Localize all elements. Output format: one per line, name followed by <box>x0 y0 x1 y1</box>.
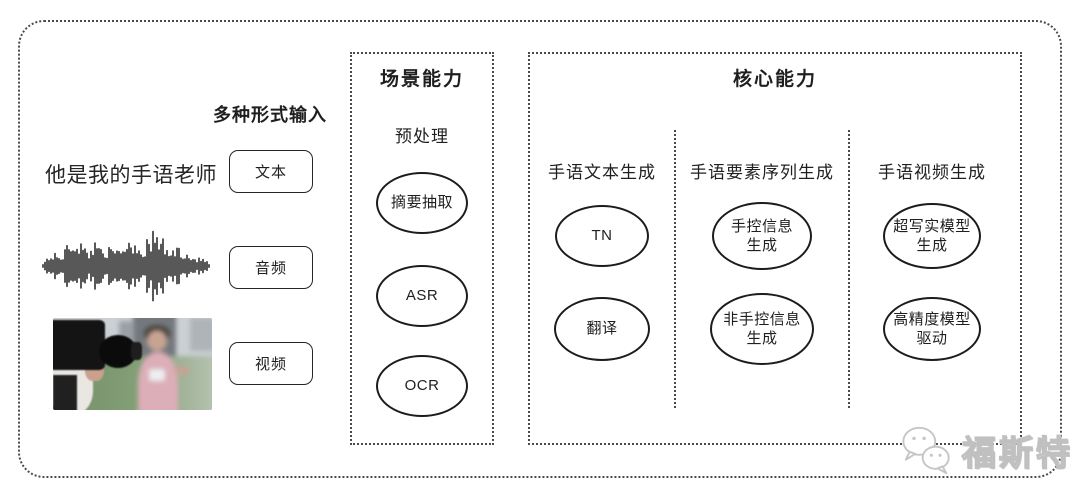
column-divider-1 <box>674 130 676 408</box>
column-sign-text-generation: 手语文本生成 TN 翻译 <box>530 54 674 443</box>
cameraman-silhouette <box>53 318 212 410</box>
non-manual-info-generation-node: 非手控信息生成 <box>710 293 814 365</box>
text-input-box: 文本 <box>229 150 313 193</box>
column-3-header: 手语视频生成 <box>878 163 986 182</box>
asr-node: ASR <box>376 265 468 327</box>
translation-label: 翻译 <box>586 320 618 338</box>
preprocess-label: 预处理 <box>395 127 449 146</box>
core-panel-title: 核心能力 <box>732 69 817 90</box>
ocr-label: OCR <box>404 377 440 395</box>
asr-label: ASR <box>405 287 439 305</box>
diagram-outer-frame <box>18 20 1062 478</box>
high-precision-drive-label: 高精度模型驱动 <box>893 310 971 348</box>
audio-input-box: 音频 <box>229 246 313 289</box>
hyperrealistic-model-label: 超写实模型生成 <box>893 217 971 255</box>
column-sign-video-generation: 手语视频生成 超写实模型生成 高精度模型驱动 <box>850 54 1014 443</box>
scene-panel-title: 场景能力 <box>379 69 464 90</box>
ocr-node: OCR <box>376 355 468 417</box>
high-precision-drive-node: 高精度模型驱动 <box>883 297 981 361</box>
manual-info-generation-label: 手控信息生成 <box>730 217 793 255</box>
translation-node: 翻译 <box>554 297 650 361</box>
text-input-label: 文本 <box>254 164 287 181</box>
column-divider-2 <box>848 130 850 408</box>
watermark: 福斯特 <box>898 423 1073 477</box>
audio-waveform-icon <box>42 227 210 305</box>
non-manual-info-generation-label: 非手控信息生成 <box>723 310 801 348</box>
tn-node: TN <box>555 205 649 267</box>
watermark-text: 福斯特 <box>961 434 1073 473</box>
video-input-label: 视频 <box>254 356 287 373</box>
hyperrealistic-model-node: 超写实模型生成 <box>883 203 981 269</box>
wechat-bubbles-icon <box>902 426 950 475</box>
core-capability-panel: 核心能力 手语文本生成 TN 翻译 手语要素序列生成 手控信息生成 非手控信息生… <box>528 52 1022 445</box>
video-thumbnail <box>53 318 212 410</box>
input-section-header: 多种形式输入 <box>213 105 327 125</box>
column-2-header: 手语要素序列生成 <box>690 163 834 182</box>
manual-info-generation-node: 手控信息生成 <box>712 202 812 270</box>
tn-label: TN <box>591 227 613 245</box>
summary-extraction-node: 摘要抽取 <box>376 172 468 234</box>
scene-capability-panel: 场景能力 预处理 摘要抽取 ASR OCR <box>350 52 494 445</box>
column-sign-element-sequence: 手语要素序列生成 手控信息生成 非手控信息生成 <box>676 54 848 443</box>
column-1-header: 手语文本生成 <box>548 163 656 182</box>
sample-sentence: 他是我的手语老师 <box>45 164 217 187</box>
summary-extraction-label: 摘要抽取 <box>390 194 453 212</box>
video-input-box: 视频 <box>229 342 313 385</box>
audio-input-label: 音频 <box>254 260 287 277</box>
